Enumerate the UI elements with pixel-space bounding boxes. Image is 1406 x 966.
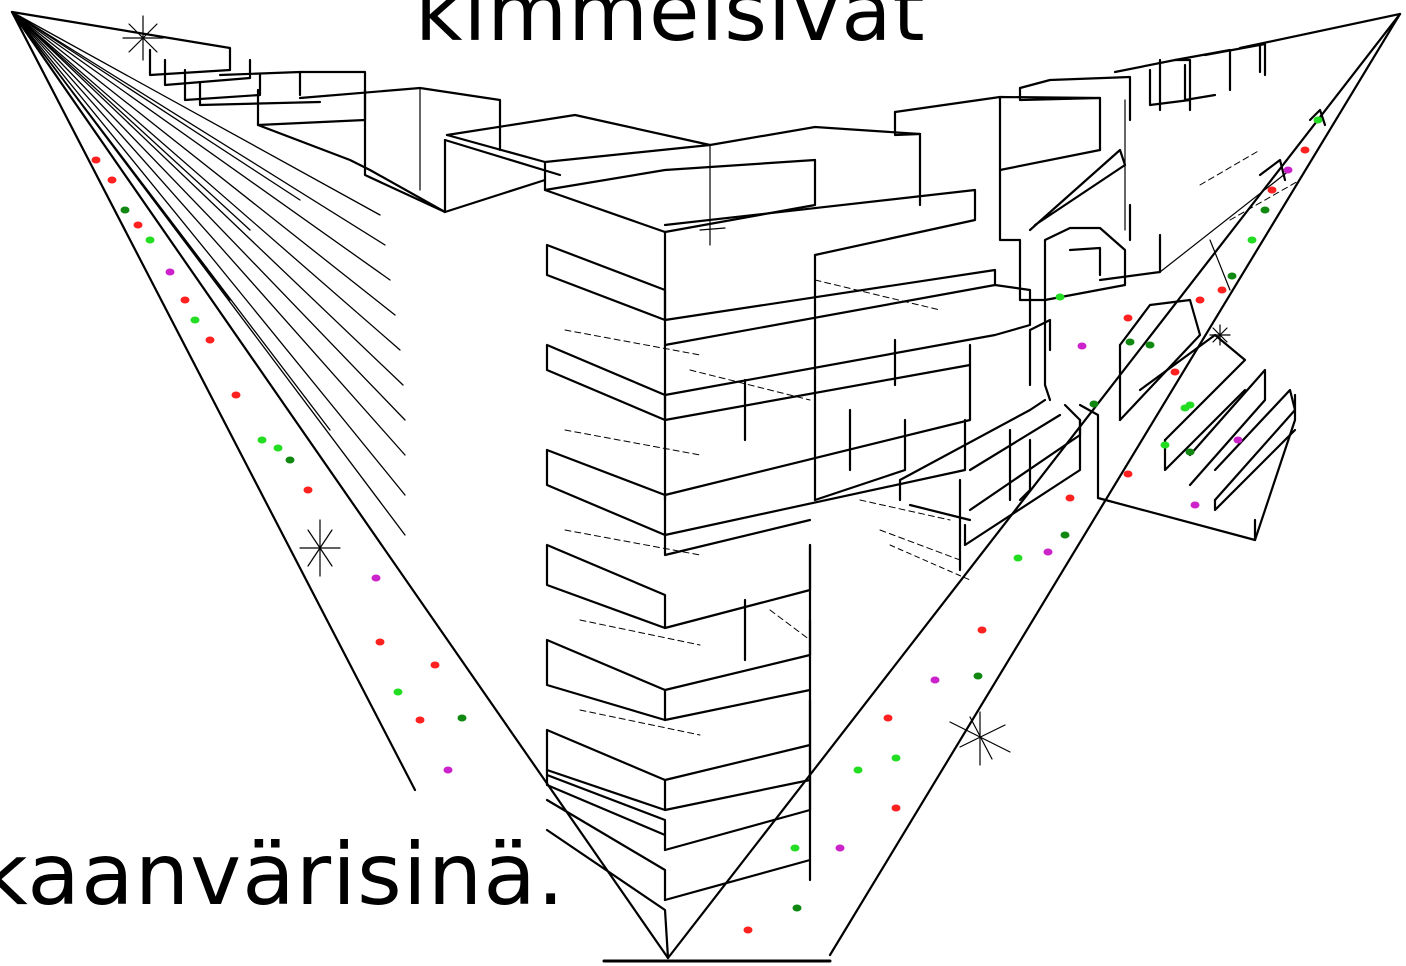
confetti-dot: [375, 638, 385, 646]
confetti-dot: [1233, 436, 1243, 444]
top-caption: kimmeisivät: [415, 0, 926, 60]
confetti-dot: [930, 676, 940, 684]
confetti-dot: [1060, 531, 1070, 539]
confetti-dot: [133, 221, 143, 229]
confetti-dot: [430, 661, 440, 669]
confetti-dot: [205, 336, 215, 344]
central-building: [445, 113, 1032, 960]
confetti-dot: [1055, 293, 1065, 301]
confetti-dot: [180, 296, 190, 304]
confetti-dot: [1170, 368, 1180, 376]
confetti-dot: [1123, 470, 1133, 478]
right-buildings: [889, 12, 1402, 581]
confetti-dot: [1125, 338, 1135, 346]
confetti-dot: [1160, 441, 1170, 449]
confetti-dot: [790, 844, 800, 852]
confetti-dot: [107, 176, 117, 184]
confetti-dot: [792, 904, 802, 912]
confetti-dot: [835, 844, 845, 852]
confetti-dot: [1190, 501, 1200, 509]
confetti-dot: [1300, 146, 1310, 154]
confetti-dot: [273, 444, 283, 452]
confetti-dot: [231, 391, 241, 399]
confetti-dots: [91, 116, 1323, 934]
confetti-dot: [1145, 341, 1155, 349]
sparkle-marks: [122, 15, 1231, 766]
confetti-dot: [1217, 286, 1227, 294]
confetti-dot: [415, 716, 425, 724]
confetti-dot: [1267, 186, 1277, 194]
confetti-dot: [1077, 342, 1087, 350]
confetti-dot: [1313, 116, 1323, 124]
confetti-dot: [1185, 448, 1195, 456]
confetti-dot: [743, 926, 753, 934]
confetti-dot: [1195, 296, 1205, 304]
confetti-dot: [891, 804, 901, 812]
confetti-dot: [1227, 272, 1237, 280]
left-rooftops: [10, 10, 562, 214]
confetti-dot: [303, 486, 313, 494]
confetti-dot: [1065, 494, 1075, 502]
confetti-dot: [1180, 404, 1190, 412]
confetti-dot: [1123, 314, 1133, 322]
confetti-dot: [257, 436, 267, 444]
bottom-caption: kaanvärisinä.: [0, 825, 566, 925]
confetti-dot: [973, 672, 983, 680]
confetti-dot: [190, 316, 200, 324]
confetti-dot: [145, 236, 155, 244]
confetti-dot: [1013, 554, 1023, 562]
confetti-dot: [977, 626, 987, 634]
confetti-dot: [443, 766, 453, 774]
confetti-dot: [883, 714, 893, 722]
confetti-dot: [853, 766, 863, 774]
construction-rays: [11, 11, 406, 536]
confetti-dot: [1247, 236, 1257, 244]
confetti-dot: [1043, 548, 1053, 556]
confetti-dot: [1283, 166, 1293, 174]
confetti-dot: [285, 456, 295, 464]
confetti-dot: [1089, 400, 1099, 408]
confetti-dot: [393, 688, 403, 696]
street-outline: [10, 10, 1402, 963]
confetti-dot: [120, 206, 130, 214]
confetti-dot: [91, 156, 101, 164]
confetti-dot: [371, 574, 381, 582]
confetti-dot: [891, 754, 901, 762]
confetti-dot: [1260, 206, 1270, 214]
confetti-dot: [165, 268, 175, 276]
confetti-dot: [457, 714, 467, 722]
